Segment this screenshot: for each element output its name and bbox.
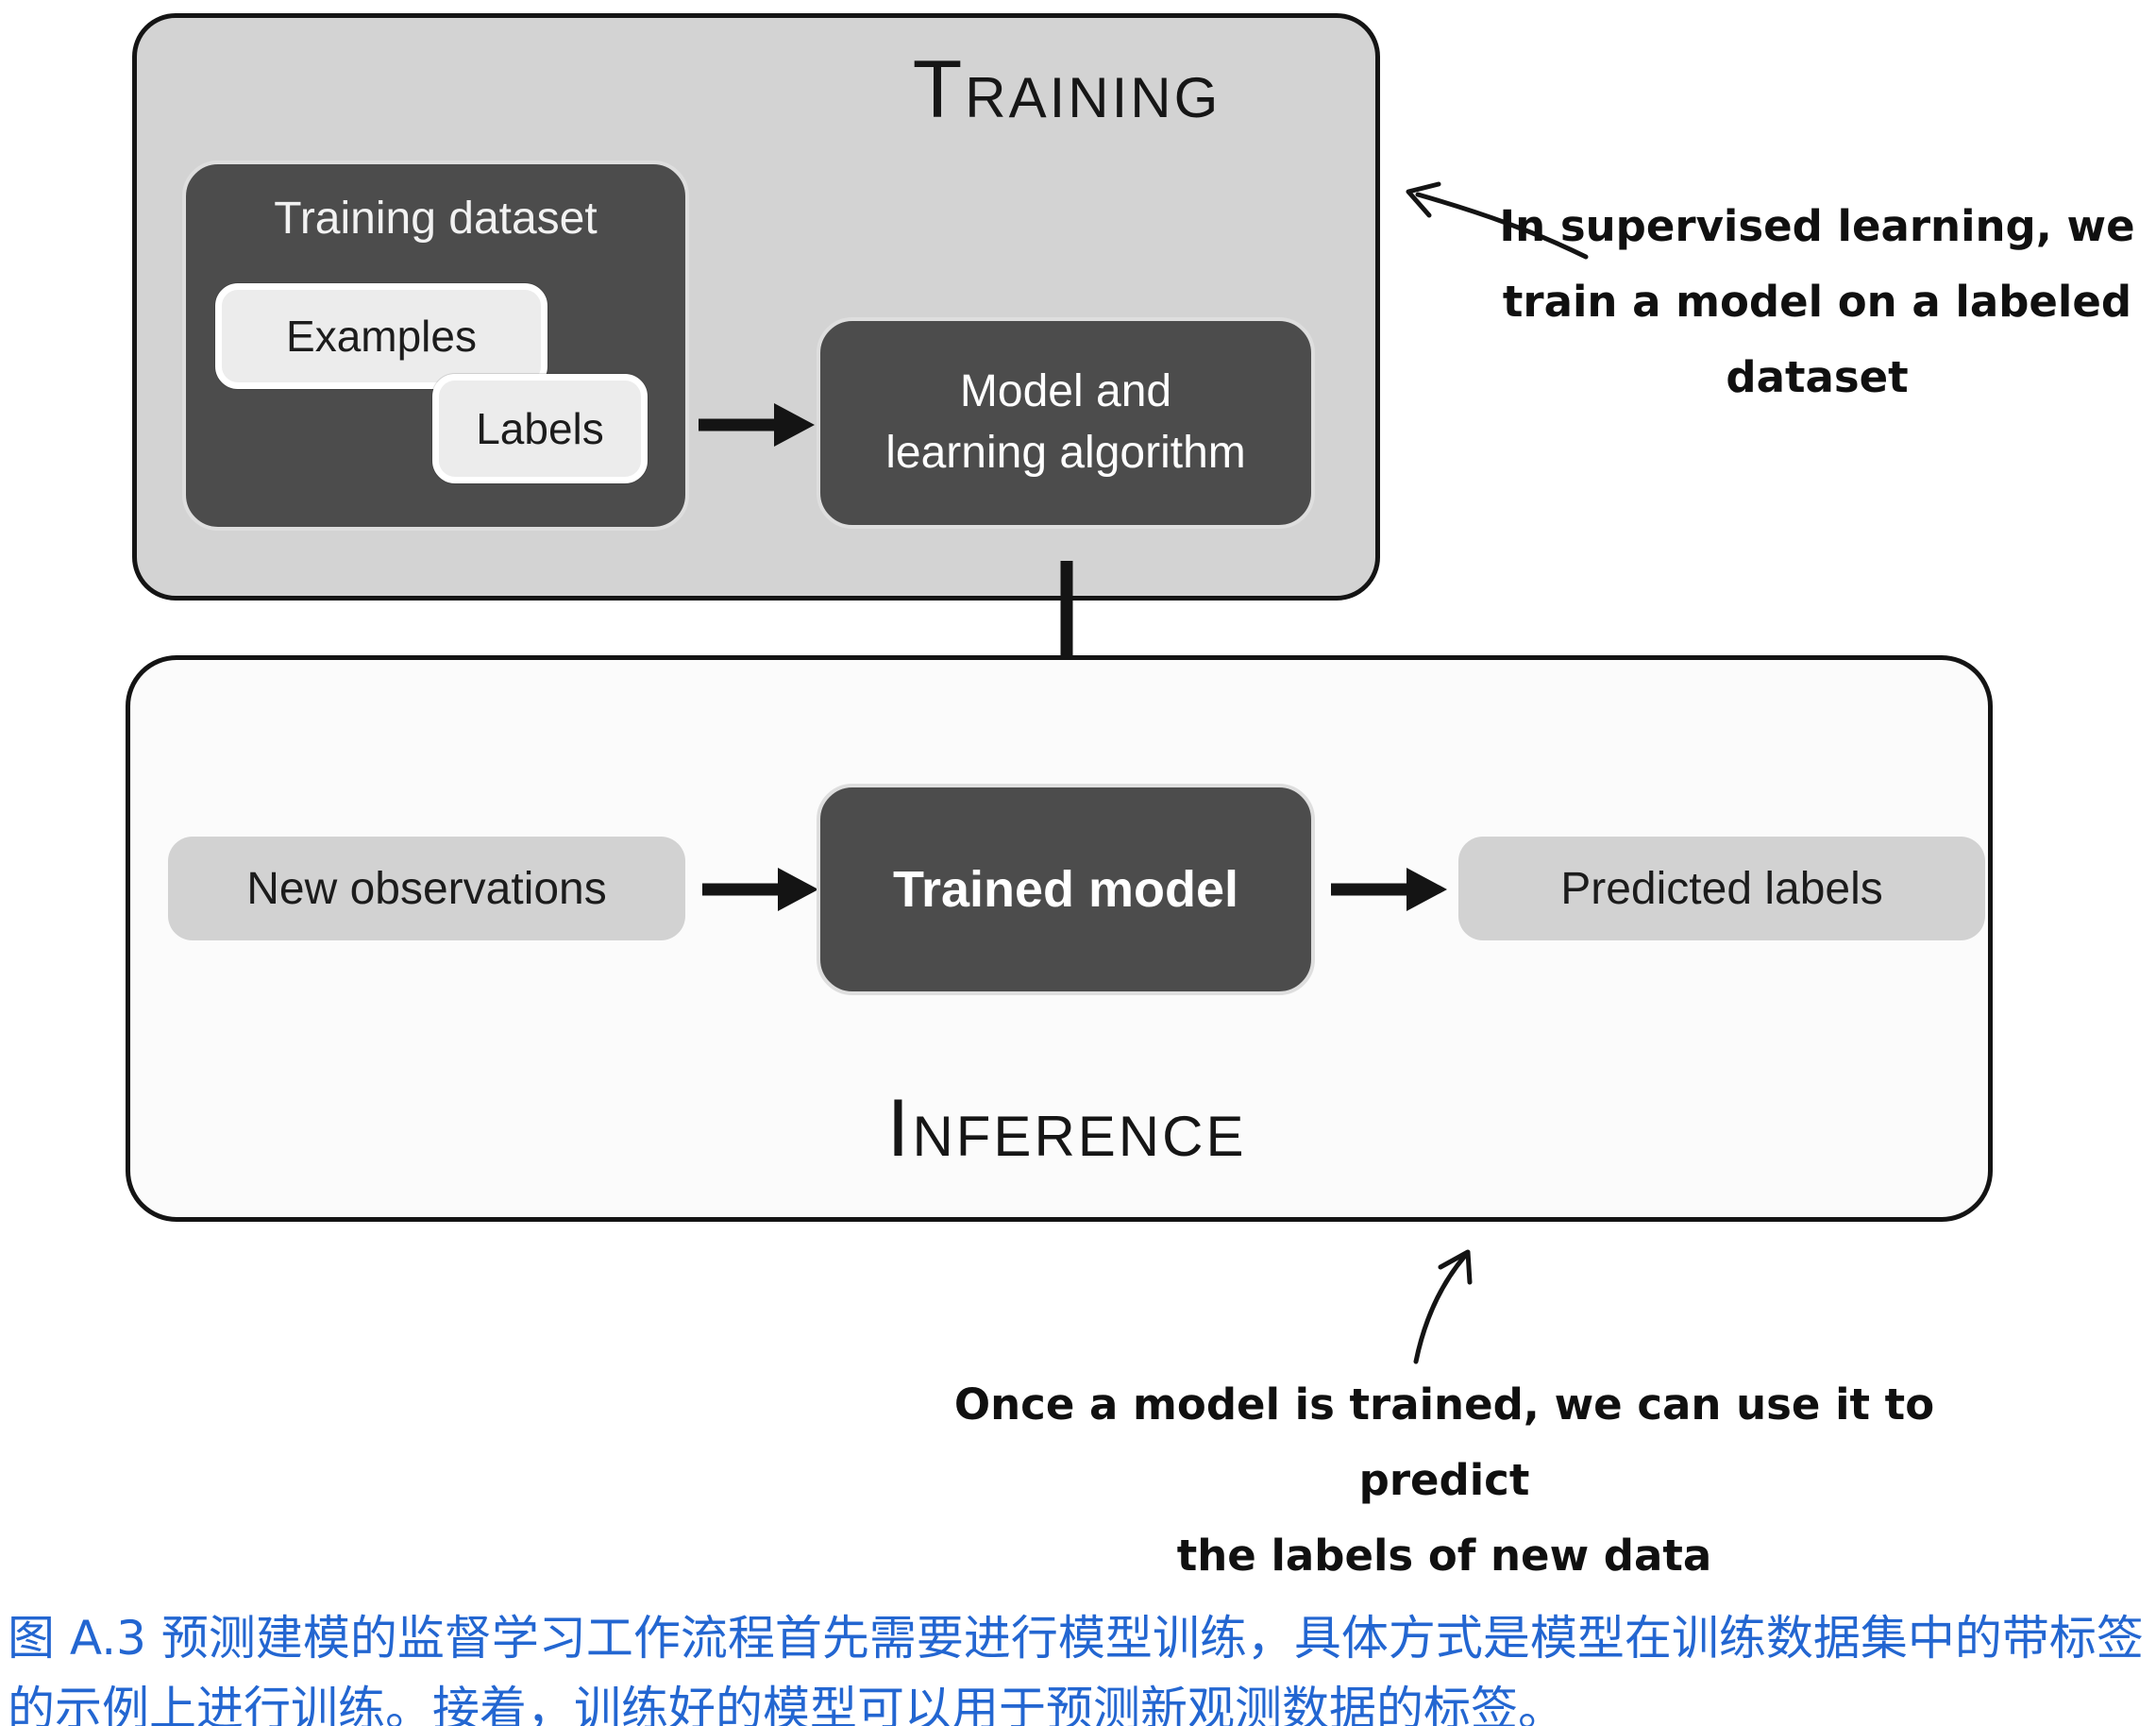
trained-model-label: Trained model bbox=[892, 861, 1239, 918]
labels-label: Labels bbox=[476, 404, 604, 453]
labels-chip: Labels bbox=[432, 374, 648, 483]
examples-chip: Examples bbox=[215, 283, 547, 389]
new-observations-label: New observations bbox=[246, 863, 607, 914]
arrow-right-icon bbox=[699, 859, 821, 924]
trained-model-box: Trained model bbox=[817, 784, 1315, 995]
inference-annotation-line1: Once a model is trained, we can use it t… bbox=[953, 1379, 1935, 1506]
inference-annotation: Once a model is trained, we can use it t… bbox=[878, 1367, 2011, 1594]
examples-label: Examples bbox=[286, 312, 477, 361]
model-label-line1: Model and bbox=[959, 366, 1172, 417]
inference-title: INFERENCE bbox=[886, 1083, 1247, 1174]
training-dataset-label: Training dataset bbox=[274, 194, 598, 244]
figure-caption: 图 A.3 预测建模的监督学习工作流程首先需要进行模型训练，具体方式是模型在训练… bbox=[8, 1611, 2144, 1726]
arrow-right-icon bbox=[1327, 859, 1450, 924]
training-annotation-line3: dataset bbox=[1726, 352, 1909, 403]
model-box: Model and learning algorithm bbox=[817, 317, 1315, 529]
predicted-labels-label: Predicted labels bbox=[1560, 863, 1883, 914]
predicted-labels-chip: Predicted labels bbox=[1458, 837, 1985, 940]
new-observations-chip: New observations bbox=[168, 837, 685, 940]
training-annotation: In supervised learning, we train a model… bbox=[1482, 189, 2152, 415]
model-label-line2: learning algorithm bbox=[885, 428, 1246, 478]
arrow-right-icon bbox=[695, 395, 817, 460]
training-annotation-line2: train a model on a labeled bbox=[1502, 277, 2132, 328]
inference-annotation-line2: the labels of new data bbox=[1176, 1531, 1712, 1582]
training-annotation-line1: In supervised learning, we bbox=[1499, 201, 2135, 251]
training-title: TRAINING bbox=[912, 44, 1221, 135]
annotation-arrow-training-icon bbox=[1390, 178, 1592, 272]
annotation-arrow-inference-icon bbox=[1395, 1244, 1499, 1372]
